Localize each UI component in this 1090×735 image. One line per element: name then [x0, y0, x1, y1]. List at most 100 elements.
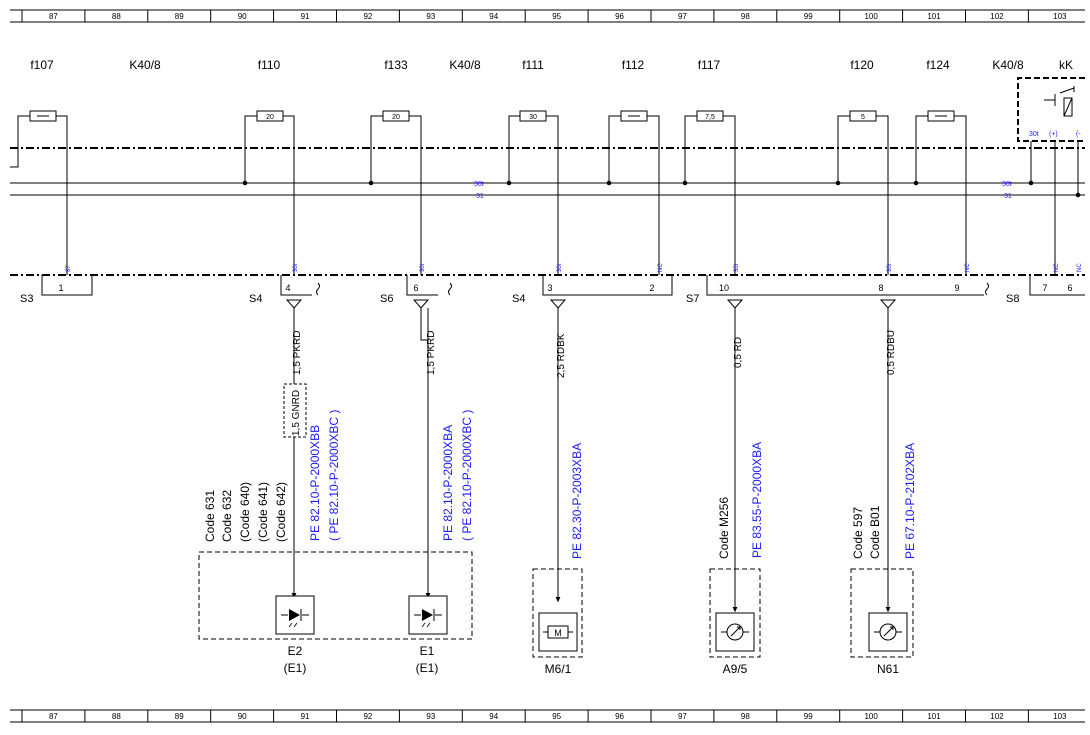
- bus-label-31: 31: [476, 193, 484, 200]
- ruler-label: 94: [489, 12, 498, 21]
- pump-icon: [715, 612, 755, 652]
- component-box-m6-1: [532, 568, 583, 658]
- component-label-m6-1: M6/1: [545, 662, 572, 676]
- ruler-label: 89: [175, 12, 184, 21]
- ruler-label: 93: [426, 12, 435, 21]
- connector-pin: 2: [649, 283, 654, 293]
- connector-s6: S6: [380, 293, 393, 305]
- ruler-label: 91: [301, 712, 310, 721]
- connector-pin: 7: [1042, 283, 1047, 293]
- ruler-label: 91: [301, 12, 310, 21]
- ruler-label: 97: [678, 712, 687, 721]
- pump-icon: [868, 612, 908, 652]
- pin-tag-30t: 30t: [420, 263, 426, 272]
- connector-pin: 9: [954, 283, 959, 293]
- ruler-label: 90: [238, 12, 247, 21]
- ref-link-e1[interactable]: PE 82.10-P-2000XBA: [441, 425, 455, 541]
- fuse-label-f120: f120: [850, 58, 874, 72]
- fuse-label-f107: f107: [30, 58, 54, 72]
- fuse-label-f112: f112: [622, 58, 645, 72]
- wire-label-f111: 2,5 RDBK: [556, 333, 567, 378]
- ref-link-e1-alt[interactable]: ( PE 82.10-P-2000XBC ): [460, 410, 474, 541]
- component-label-e1: E1: [420, 644, 435, 658]
- component-sub-e2: (E1): [284, 661, 307, 675]
- pin-tag-30t: 30t: [887, 263, 893, 272]
- relay-pin-minus: (-: [1076, 131, 1081, 138]
- ruler-label: 103: [1053, 712, 1067, 721]
- component-sub-e1: (E1): [416, 661, 439, 675]
- connector-s8: S8: [1006, 293, 1019, 305]
- ruler-label: 88: [112, 12, 121, 21]
- connector-s3: S3: [20, 293, 33, 305]
- component-box-n61: [850, 568, 914, 658]
- fuse-label-f133: f133: [384, 58, 408, 72]
- connector-pin: 1: [58, 283, 63, 293]
- connector-pin: 4: [285, 283, 290, 293]
- fuse-rating-f133: 20: [392, 114, 400, 121]
- ref-link-a9-5[interactable]: PE 83.55-P-2000XBA: [750, 442, 764, 558]
- ruler-label: 100: [864, 12, 878, 21]
- fuse-f112: [608, 110, 660, 148]
- code-label: Code 632: [220, 490, 234, 542]
- fuse-f111: [508, 110, 559, 148]
- fuse-rating-f117: 7,5: [705, 114, 715, 121]
- ref-link-e2-alt[interactable]: ( PE 82.10-P-2000XBC ): [327, 410, 341, 541]
- ruler-label: 100: [864, 712, 878, 721]
- connector-s7: S7: [686, 293, 699, 305]
- module-label-k40-8: K40/8: [992, 58, 1024, 72]
- connector-pin: 6: [413, 283, 418, 293]
- pin-tag-nc: NC: [658, 263, 664, 272]
- ruler-label: 101: [927, 712, 941, 721]
- ref-link-e2[interactable]: PE 82.10-P-2000XBB: [308, 425, 322, 541]
- code-label: Code B01: [868, 505, 882, 559]
- ref-link-m6-1[interactable]: PE 82.30-P-2003XBA: [570, 443, 584, 559]
- ruler-label: 96: [615, 12, 624, 21]
- code-label: (Code 640): [238, 482, 252, 542]
- fuse-label-f117: f117: [698, 58, 721, 72]
- led-icon: [408, 595, 448, 635]
- pin-tag-87: 87: [66, 265, 72, 272]
- fuse-f124: [915, 110, 967, 148]
- ruler-label: 102: [990, 712, 1004, 721]
- ruler-label: 99: [804, 712, 813, 721]
- fuse-f120: [837, 110, 889, 148]
- fuse-label-f110: f110: [258, 58, 281, 72]
- svg-text:M: M: [554, 628, 562, 638]
- ruler-label: 98: [741, 712, 750, 721]
- component-label-a9-5: A9/5: [723, 662, 748, 676]
- relay-pin-plus: (+): [1049, 131, 1058, 138]
- ruler-label: 95: [552, 712, 561, 721]
- bus-label-31: 31: [1004, 193, 1012, 200]
- pin-tag-nc: NC: [965, 263, 971, 272]
- motor-icon: M: [538, 612, 578, 652]
- ref-link-n61[interactable]: PE 67.10-P-2102XBA: [903, 443, 917, 559]
- relay-kk: 30t (+) (-: [1017, 77, 1085, 142]
- bus-label-30t: 30t: [1002, 181, 1012, 188]
- ruler-label: 98: [741, 12, 750, 21]
- ruler-label: 92: [363, 12, 372, 21]
- ruler-label: 88: [112, 712, 121, 721]
- connector-pin: 8: [878, 283, 883, 293]
- code-label: Code 631: [203, 490, 217, 542]
- wire-label-f133: 1,5 PKRD: [426, 331, 437, 375]
- ruler-label: 90: [238, 712, 247, 721]
- relay-pin-30t: 30t: [1029, 131, 1039, 138]
- connector-s4: S4: [512, 293, 525, 305]
- wire-label-f110-alt: 1,5 GNRD: [291, 390, 302, 436]
- fuse-rating-f120: 5: [861, 114, 865, 121]
- fuse-label-f111: f111: [522, 58, 544, 72]
- wire-label-f120: 0,5 RDBU: [886, 330, 897, 375]
- fuse-label-f124: f124: [926, 58, 950, 72]
- connector-pin: 3: [547, 283, 552, 293]
- code-label: (Code 641): [256, 482, 270, 542]
- relay-label-kk: kK: [1059, 58, 1073, 72]
- wire-label-f117: 0,5 RD: [733, 337, 744, 368]
- connector-s4: S4: [249, 293, 262, 305]
- ruler-label: 103: [1053, 12, 1067, 21]
- bus-label-30t: 30t: [474, 181, 484, 188]
- fuse-rating-f110: 20: [266, 114, 274, 121]
- fuse-f110: [244, 110, 295, 148]
- fuse-f117: [684, 110, 736, 148]
